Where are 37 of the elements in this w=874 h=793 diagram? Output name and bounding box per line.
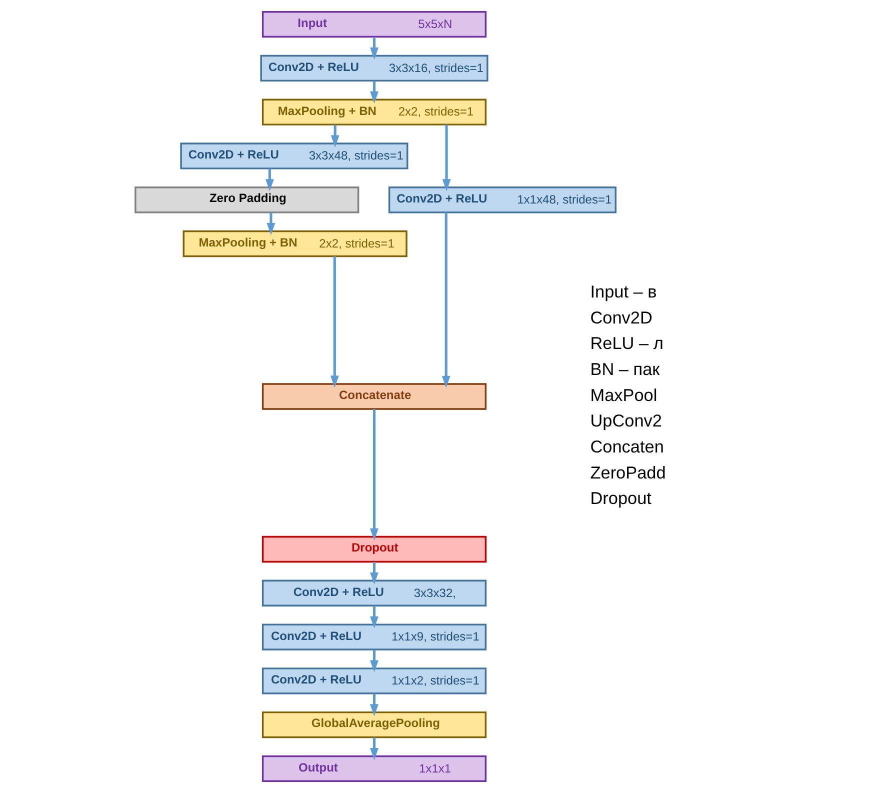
node-box: Zero Padding (134, 186, 359, 214)
arrow (266, 212, 275, 236)
arrow (370, 650, 378, 672)
label: Conv2D (590, 307, 652, 328)
arrow (370, 37, 378, 60)
node-box: Input 5x5xN (261, 10, 486, 38)
node-box: Output 1x1x1 (261, 755, 486, 782)
label: Input – в (590, 282, 656, 302)
arrow (370, 606, 378, 628)
arrow (441, 212, 450, 388)
label: Concaten (590, 436, 664, 456)
label: ReLU – л (590, 333, 663, 354)
arrow (330, 256, 338, 388)
node-box: Conv2D + ReLU 1x1x48, strides=1 (388, 186, 616, 214)
arrow (370, 80, 378, 104)
node-box: Conv2D + ReLU 3x3x48, strides=1 (180, 142, 408, 170)
arrow (264, 168, 274, 192)
label: BN – пак (590, 358, 660, 379)
node-box: MaxPooling + BN 2x2, strides=1 (182, 230, 407, 258)
node-box: Conv2D + ReLU 1x1x2, strides=1 (261, 668, 486, 694)
node-box: Conv2D + ReLU 3x3x16, strides=1 (260, 54, 488, 82)
arrow (370, 562, 378, 585)
arrow (370, 409, 378, 540)
label: MaxPool (590, 384, 657, 405)
node-box: MaxPooling + BN 2x2, strides=1 (261, 98, 486, 126)
node-box: Dropout (261, 536, 486, 563)
label: UpConv2 (590, 410, 662, 431)
label: ZeroPadd (590, 462, 666, 482)
arrow (370, 694, 378, 716)
arrow (370, 738, 378, 760)
node-box: Conv2D + ReLU 3x3x32, (261, 580, 486, 606)
node-box: GlobalAveragePooling (261, 711, 486, 738)
label: Dropout (590, 488, 651, 508)
node-box: Concatenate (261, 383, 486, 410)
arrow (330, 124, 339, 148)
arrow (442, 124, 450, 192)
node-box: Conv2D + ReLU 1x1x9, strides=1 (261, 624, 486, 650)
